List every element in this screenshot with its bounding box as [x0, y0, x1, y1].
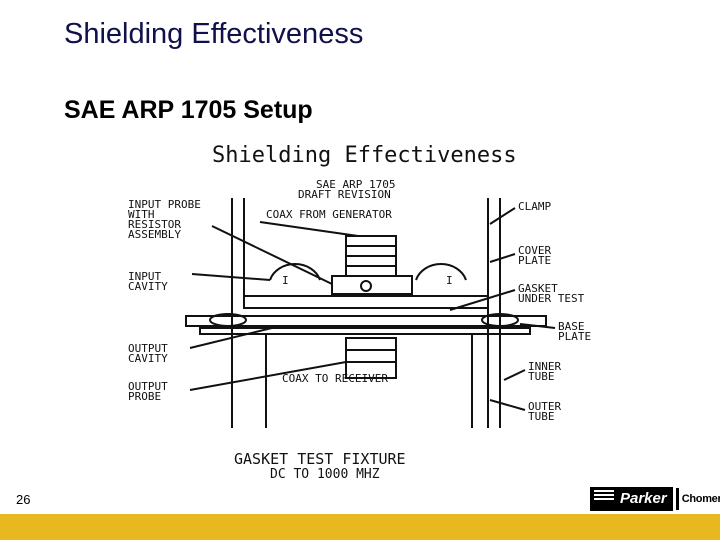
- label-inner-tube-2: TUBE: [528, 370, 555, 383]
- caption-line-1: GASKET TEST FIXTURE: [234, 450, 406, 468]
- parker-chomerics-logo: Parker Chomerics: [590, 486, 720, 512]
- label-cover-plate-2: PLATE: [518, 254, 551, 267]
- label-input-probe-3: RESISTOR: [128, 218, 181, 231]
- slide-number: 26: [16, 492, 31, 507]
- diagram-heading: Shielding Effectiveness: [212, 143, 517, 168]
- label-output-cavity-1: OUTPUT: [128, 342, 168, 355]
- label-gasket-2: UNDER TEST: [518, 292, 585, 305]
- caption-line-2: DC TO 1000 MHZ: [270, 467, 380, 482]
- fixture-drawing: Shielding Effectiveness SAE ARP 1705 DRA…: [128, 143, 591, 482]
- gasket-layer: [199, 327, 531, 335]
- label-input-probe-1: INPUT PROBE: [128, 198, 201, 211]
- standard-line-1: SAE ARP 1705: [316, 178, 395, 191]
- footer-bar: [0, 514, 720, 540]
- label-outer-tube-2: TUBE: [528, 410, 555, 423]
- label-input-cavity-1: INPUT: [128, 270, 161, 283]
- label-base-plate-2: PLATE: [558, 330, 591, 343]
- label-input-probe-4: ASSEMBLY: [128, 228, 181, 241]
- logo-stripes-icon: [594, 490, 614, 504]
- label-coax-from-generator: COAX FROM GENERATOR: [266, 208, 392, 221]
- label-output-probe-2: PROBE: [128, 390, 161, 403]
- label-base-plate-1: BASE: [558, 320, 585, 333]
- standard-line-2: DRAFT REVISION: [298, 188, 391, 201]
- parker-logo-box: Parker: [590, 487, 673, 511]
- label-coax-to-receiver: COAX TO RECEIVER: [282, 372, 388, 385]
- label-cover-plate-1: COVER: [518, 244, 551, 257]
- label-outer-tube-1: OUTER: [528, 400, 561, 413]
- input-probe-body: [331, 275, 413, 295]
- label-gasket-1: GASKET: [518, 282, 558, 295]
- slide-subtitle: SAE ARP 1705 Setup: [64, 96, 313, 124]
- current-marker-right: I: [446, 274, 453, 287]
- label-inner-tube-1: INNER: [528, 360, 561, 373]
- logo-brand: Parker: [620, 490, 667, 507]
- logo-separator: [675, 488, 679, 510]
- slide-title: Shielding Effectiveness: [64, 18, 364, 50]
- logo-division: Chomerics: [681, 493, 720, 505]
- label-output-cavity-2: CAVITY: [128, 352, 168, 365]
- label-output-probe-1: OUTPUT: [128, 380, 168, 393]
- base-plate: [185, 315, 547, 327]
- label-input-probe-2: WITH: [128, 208, 155, 221]
- label-clamp: CLAMP: [518, 200, 551, 213]
- label-input-cavity-2: CAVITY: [128, 280, 168, 293]
- current-marker-left: I: [282, 274, 289, 287]
- test-fixture-diagram: Shielding Effectiveness SAE ARP 1705 DRA…: [120, 138, 640, 488]
- cover-plate: [243, 295, 489, 309]
- output-connector: [345, 337, 397, 379]
